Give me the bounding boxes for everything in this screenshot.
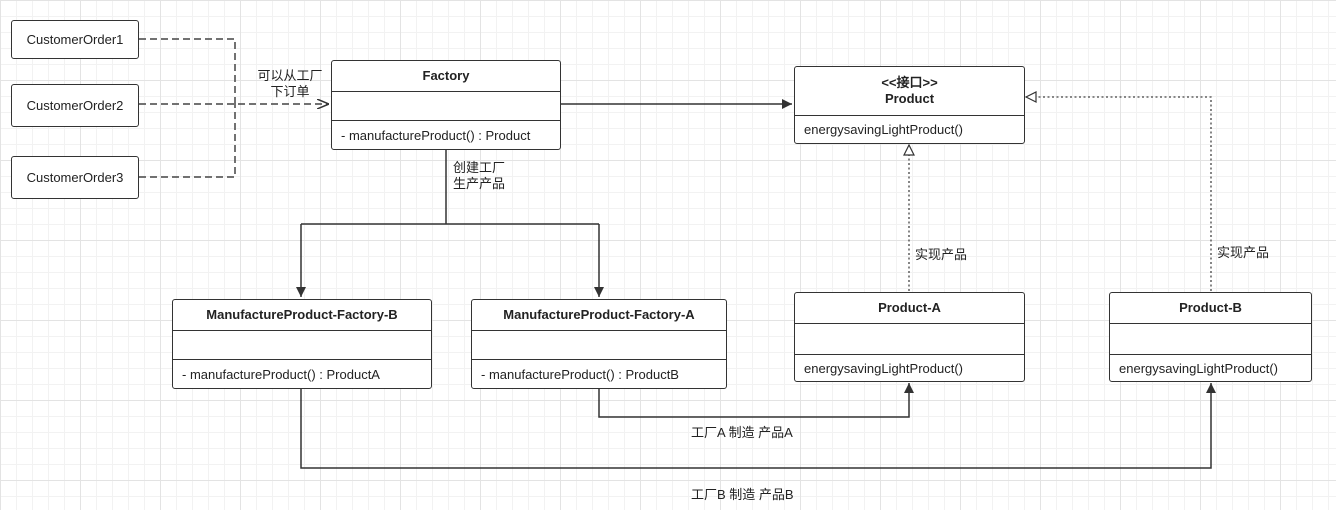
customer-order-3-label: CustomerOrder3 — [26, 170, 124, 185]
order-connector-1 — [139, 38, 236, 104]
factory-b-to-product-b — [300, 383, 1216, 469]
order-label-line-2: 下订单 — [270, 84, 310, 99]
product-interface[interactable]: <<接口>> Product energysavingLightProduct(… — [794, 66, 1025, 144]
implement-b-label: 实现产品 — [1217, 245, 1270, 260]
product-b-class-attributes — [1110, 324, 1311, 355]
factory-class-name: Factory — [422, 68, 470, 83]
factory-a-class-attributes — [472, 331, 726, 360]
factory-class-attributes — [332, 92, 560, 121]
product-interface-operation: energysavingLightProduct() — [804, 122, 963, 137]
product-b-class-header: Product-B — [1110, 293, 1311, 324]
order-label-line-1: 可以从工厂 — [257, 68, 323, 83]
create-label-line-1: 创建工厂 — [453, 160, 506, 175]
order-label: 可以从工厂 下订单 — [248, 68, 332, 100]
product-interface-header: <<接口>> Product — [795, 67, 1024, 116]
product-a-class-attributes — [795, 324, 1024, 355]
product-interface-name: Product — [884, 91, 935, 106]
factory-a-makes-label: 工厂A 制造 产品A — [691, 425, 793, 440]
factory-b-class[interactable]: ManufactureProduct-Factory-B - manufactu… — [172, 299, 432, 389]
factory-b-makes-label: 工厂B 制造 产品B — [691, 487, 794, 502]
product-a-class-name: Product-A — [878, 300, 941, 315]
create-label-line-2: 生产产品 — [453, 176, 506, 191]
factory-a-class-operation: - manufactureProduct() : ProductB — [481, 366, 679, 382]
factory-class[interactable]: Factory - manufactureProduct() : Product — [331, 60, 561, 150]
factory-b-class-name: ManufactureProduct-Factory-B — [206, 307, 398, 322]
customer-order-2[interactable]: CustomerOrder2 — [11, 84, 139, 127]
product-b-class-name: Product-B — [1179, 300, 1242, 315]
factory-class-header: Factory — [332, 61, 560, 92]
factory-b-class-attributes — [173, 331, 431, 360]
factory-a-class-name: ManufactureProduct-Factory-A — [503, 307, 695, 322]
create-label: 创建工厂 生产产品 — [453, 160, 505, 192]
factory-class-operation: - manufactureProduct() : Product — [341, 127, 531, 143]
product-a-class[interactable]: Product-A energysavingLightProduct() — [794, 292, 1025, 382]
factory-a-to-product-a — [598, 383, 914, 418]
customer-order-1[interactable]: CustomerOrder1 — [11, 20, 139, 59]
customer-order-1-label: CustomerOrder1 — [26, 32, 124, 47]
implement-a-label: 实现产品 — [915, 247, 968, 262]
product-b-class-operation: energysavingLightProduct() — [1119, 360, 1278, 376]
realize-product-b — [1026, 97, 1212, 291]
factory-a-class[interactable]: ManufactureProduct-Factory-A - manufactu… — [471, 299, 727, 389]
product-a-class-header: Product-A — [795, 293, 1024, 324]
product-b-class[interactable]: Product-B energysavingLightProduct() — [1109, 292, 1312, 382]
order-connector-3 — [139, 104, 236, 178]
customer-order-2-label: CustomerOrder2 — [26, 98, 124, 113]
customer-order-3[interactable]: CustomerOrder3 — [11, 156, 139, 199]
product-interface-stereotype: <<接口>> — [881, 75, 938, 90]
factory-b-class-header: ManufactureProduct-Factory-B — [173, 300, 431, 331]
product-a-class-operation: energysavingLightProduct() — [804, 360, 963, 376]
factory-a-class-header: ManufactureProduct-Factory-A — [472, 300, 726, 331]
factory-b-class-operation: - manufactureProduct() : ProductA — [182, 366, 380, 382]
